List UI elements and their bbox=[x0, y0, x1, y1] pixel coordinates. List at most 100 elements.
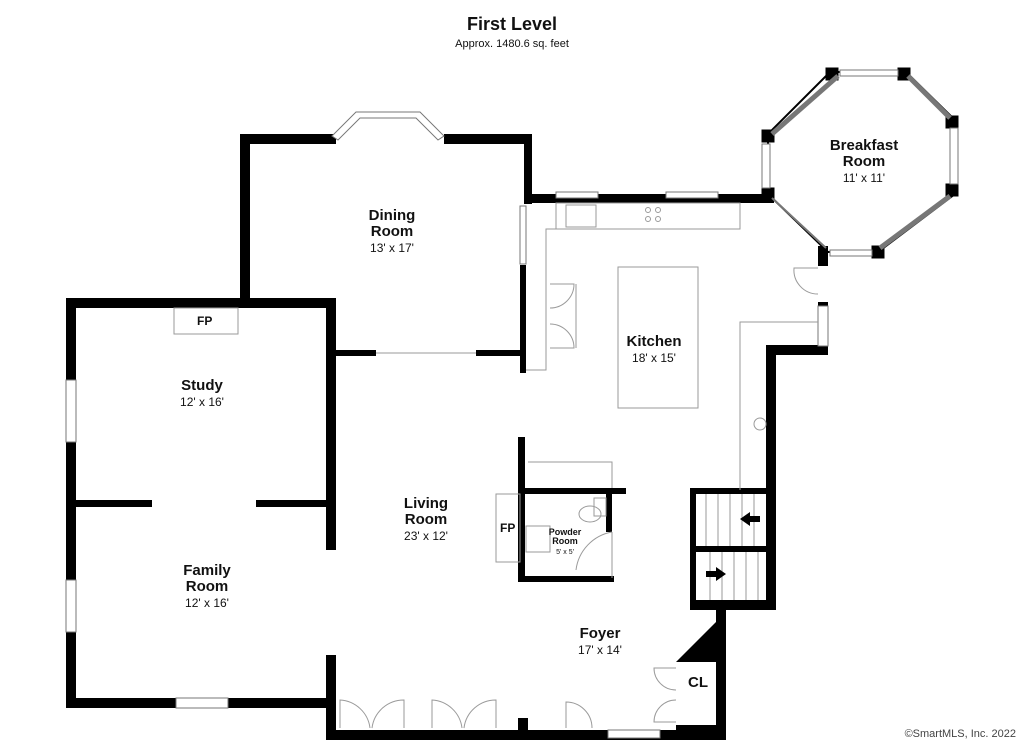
wall-divider-right bbox=[256, 500, 332, 507]
arrow-right-icon bbox=[706, 567, 726, 581]
kitchen-sink bbox=[565, 204, 597, 228]
room-breakfast: Breakfast Room 11' x 11' bbox=[830, 138, 898, 184]
room-name: Living bbox=[403, 495, 449, 512]
kitchen-floor-drain bbox=[753, 417, 767, 431]
room-name: Kitchen bbox=[626, 333, 682, 350]
wall-dining-right bbox=[524, 134, 532, 204]
stairs-upper bbox=[705, 494, 755, 546]
room-dims: 18' x 15' bbox=[632, 350, 676, 365]
room-powder: Powder Room 5' x 5' bbox=[548, 527, 582, 556]
living-fireplace bbox=[495, 493, 521, 563]
front-door-1 bbox=[339, 699, 405, 729]
wall-stair-mid bbox=[696, 546, 770, 552]
walls bbox=[66, 134, 828, 740]
stove-burner-2 bbox=[655, 207, 661, 213]
wall-dining-left bbox=[240, 134, 250, 306]
wall-stair-left-lower bbox=[690, 548, 696, 606]
front-door-2 bbox=[431, 699, 497, 729]
copyright-credit: ©SmartMLS, Inc. 2022 bbox=[904, 728, 1016, 740]
wall-left-outer bbox=[66, 298, 76, 708]
wall-right-outer bbox=[766, 345, 776, 610]
powder-sink bbox=[525, 525, 551, 553]
window-family-bottom bbox=[175, 697, 229, 709]
wall-powder-right bbox=[606, 488, 612, 532]
wall-closet-bottom bbox=[676, 725, 726, 735]
room-name: Dining bbox=[368, 207, 416, 224]
stove-burner-1 bbox=[645, 207, 651, 213]
room-name: Room bbox=[552, 536, 578, 547]
room-dims: 11' x 11' bbox=[842, 170, 886, 185]
window-breakfast-diag-2 bbox=[906, 74, 952, 120]
window-kitchen-2 bbox=[665, 191, 719, 199]
room-name: Family bbox=[183, 562, 231, 579]
window-breakfast-diag-3 bbox=[878, 193, 952, 251]
wall-dining-right-lower bbox=[520, 265, 526, 373]
wall-powder-left bbox=[518, 488, 525, 582]
room-name: Foyer bbox=[579, 625, 621, 642]
window-breakfast-right bbox=[949, 127, 959, 185]
pantry-door-1 bbox=[549, 283, 575, 309]
wall-closet-right bbox=[716, 608, 726, 738]
page-subtitle: Approx. 1480.6 sq. feet bbox=[455, 38, 569, 50]
powder-door-swing bbox=[575, 531, 613, 578]
room-family: Family Room 12' x 16' bbox=[183, 563, 231, 609]
wall-study-top bbox=[66, 298, 334, 308]
wall-powder-bottom bbox=[518, 576, 614, 582]
room-name: Room bbox=[842, 152, 886, 170]
window-breakfast-bottom bbox=[829, 249, 873, 257]
window-breakfast-diag-4 bbox=[771, 197, 827, 249]
room-name: Room bbox=[404, 510, 448, 528]
room-dims: 17' x 14' bbox=[578, 642, 622, 657]
room-name: Breakfast bbox=[829, 137, 899, 154]
room-kitchen: Kitchen 18' x 15' bbox=[626, 334, 681, 364]
wall-stair-top bbox=[690, 488, 774, 494]
wall-closet-wedge bbox=[676, 612, 726, 662]
room-name: Study bbox=[181, 377, 223, 394]
window-breakfast-top bbox=[839, 69, 899, 77]
kitchen-island bbox=[617, 266, 699, 409]
fireplace-label-living: FP bbox=[500, 521, 516, 535]
wall-front-post bbox=[518, 718, 528, 732]
pantry-door-2 bbox=[549, 323, 575, 349]
wall-front-bottom bbox=[326, 730, 726, 740]
wall-stair-bottom bbox=[690, 600, 776, 610]
stove-burner-3 bbox=[645, 216, 651, 222]
powder-toilet-tank bbox=[593, 497, 607, 517]
page-title: First Level bbox=[466, 14, 558, 34]
room-name: Powder bbox=[548, 527, 582, 537]
wall-right-step bbox=[766, 345, 828, 355]
room-living: Living Room 23' x 12' bbox=[404, 496, 448, 542]
fireplace-label-study: FP bbox=[197, 314, 213, 328]
room-name: Room bbox=[185, 577, 229, 595]
powder-toilet bbox=[578, 505, 602, 523]
wall-stair-left-upper bbox=[690, 488, 696, 552]
room-foyer: Foyer 17' x 14' bbox=[578, 626, 622, 656]
wall-study-right bbox=[326, 298, 336, 550]
wall-powder-top bbox=[518, 488, 626, 494]
wall-divider-left bbox=[76, 500, 152, 507]
stair-arrows bbox=[706, 512, 760, 581]
closet-label: CL bbox=[688, 674, 708, 691]
powder-vanity-wall bbox=[528, 461, 613, 488]
dining-bay-window bbox=[331, 111, 445, 141]
window-breakfast-diag-1 bbox=[770, 74, 840, 136]
wall-dining-bottom-left bbox=[336, 350, 376, 356]
room-dims: 5' x 5' bbox=[556, 548, 574, 556]
window-study bbox=[65, 379, 77, 443]
wall-dining-bottom-right bbox=[476, 350, 524, 356]
room-name: Room bbox=[370, 222, 414, 240]
wall-breakfast-joint bbox=[818, 246, 828, 266]
window-dining-side bbox=[519, 205, 527, 265]
room-dims: 23' x 12' bbox=[404, 528, 448, 543]
kitchen-counter-left bbox=[526, 228, 556, 371]
breakfast-post-6 bbox=[761, 129, 775, 143]
room-dims: 13' x 17' bbox=[370, 240, 414, 255]
wall-dining-top-left bbox=[240, 134, 336, 144]
room-dining: Dining Room 13' x 17' bbox=[369, 208, 416, 254]
window-breakfast-joint bbox=[817, 305, 829, 347]
wall-powder-left-upper bbox=[518, 437, 525, 491]
kitchen-counter-top bbox=[555, 202, 741, 230]
wall-family-right bbox=[326, 655, 336, 735]
wall-dining-top-right bbox=[444, 134, 532, 144]
window-family bbox=[65, 579, 77, 633]
